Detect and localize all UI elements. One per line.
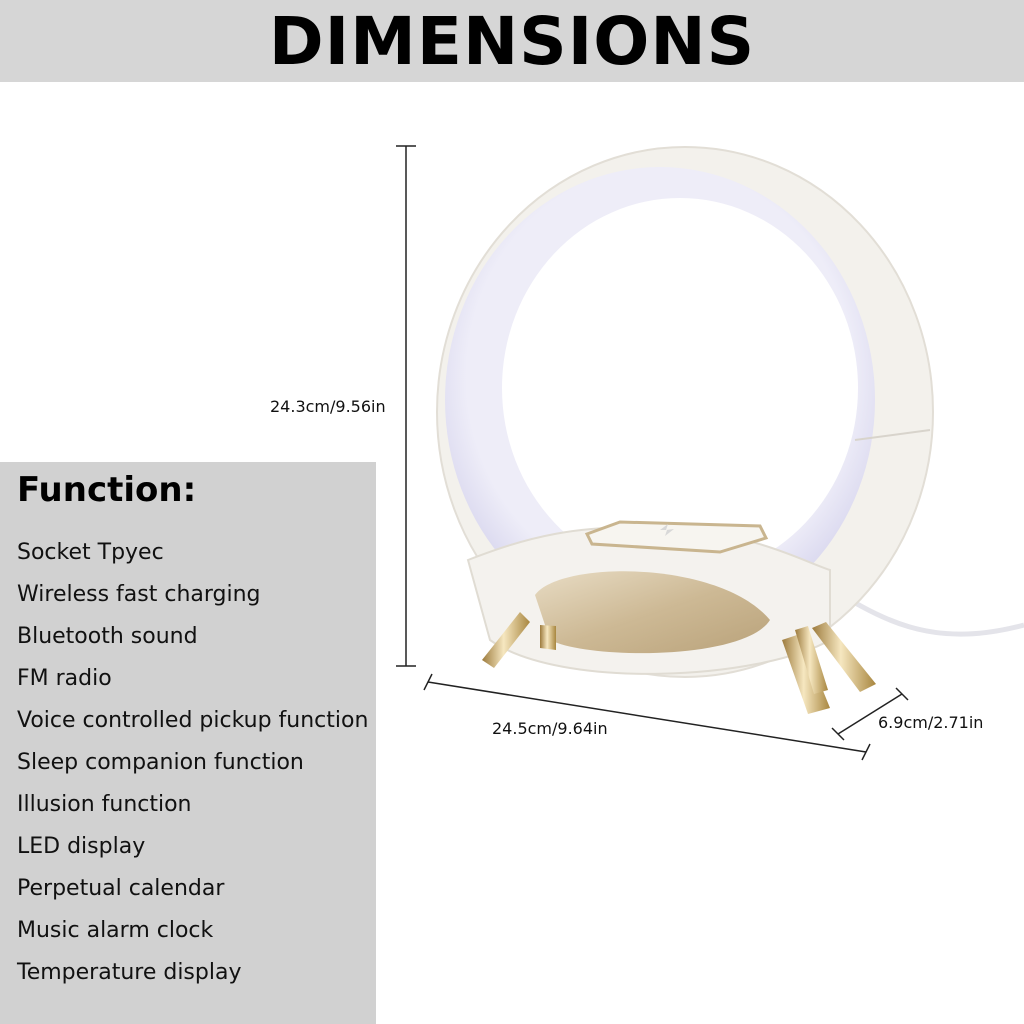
ring-hole: [502, 198, 858, 578]
leg-front-left: [482, 612, 530, 668]
list-item: Socket Tpyec: [17, 540, 164, 565]
list-item: Perpetual calendar: [17, 876, 225, 901]
function-panel: [0, 462, 376, 1024]
list-item: Voice controlled pickup function: [17, 708, 369, 733]
charging-pad: [584, 520, 769, 554]
page-title: DIMENSIONS: [268, 2, 756, 80]
depth-label: 6.9cm/2.71in: [878, 713, 984, 732]
function-title: Function:: [17, 470, 197, 510]
list-item: Sleep companion function: [17, 750, 304, 775]
list-item: Bluetooth sound: [17, 624, 198, 649]
height-label: 24.3cm/9.56in: [270, 397, 386, 416]
list-item: LED display: [17, 834, 146, 859]
depth-dimension-line: [831, 687, 909, 741]
speaker-grille: [535, 571, 770, 654]
leg-front-right: [782, 634, 830, 714]
width-label: 24.5cm/9.64in: [492, 719, 608, 738]
list-item: Wireless fast charging: [17, 582, 261, 607]
charging-icon: [660, 524, 674, 536]
leg-mid-right: [795, 626, 828, 694]
leg-back-right: [812, 622, 876, 692]
list-item: Music alarm clock: [17, 918, 214, 943]
header-bar: DIMENSIONS: [0, 0, 1024, 82]
height-dimension-line: [396, 145, 416, 667]
leg-back-left: [540, 625, 556, 650]
list-item: FM radio: [17, 666, 112, 691]
width-dimension-line: [423, 673, 871, 761]
list-item: Illusion function: [17, 792, 192, 817]
list-item: Temperature display: [17, 960, 242, 985]
